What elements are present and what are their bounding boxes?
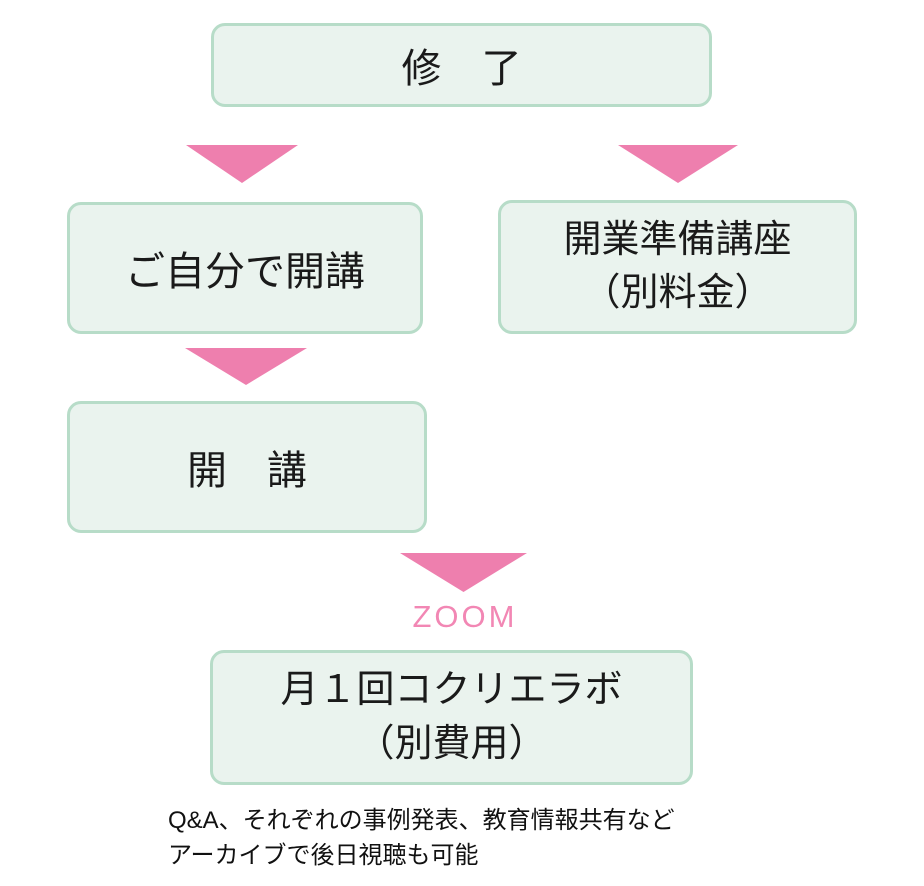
down-arrow-icon xyxy=(186,145,298,183)
node-prep-course-label-line1: 開業準備講座 xyxy=(563,218,792,261)
node-completion: 修 了 xyxy=(211,23,712,107)
down-arrow-icon xyxy=(185,348,307,385)
footer-note-line2: アーカイブで後日視聴も可能 xyxy=(168,842,479,869)
down-arrow-icon xyxy=(400,553,527,592)
node-lab-label-line2: （別費用） xyxy=(356,722,547,765)
node-lab: 月１回コクリエラボ （別費用） xyxy=(210,650,693,785)
footer-note: Q&A、それぞれの事例発表、教育情報共有など アーカイブで後日視聴も可能 xyxy=(168,803,675,873)
footer-note-line1: Q&A、それぞれの事例発表、教育情報共有など xyxy=(168,807,675,834)
node-completion-label: 修 了 xyxy=(401,47,522,91)
node-course-open: 開 講 xyxy=(67,401,427,533)
down-arrow-icon xyxy=(618,145,738,183)
node-lab-label-line1: 月１回コクリエラボ xyxy=(280,669,623,712)
zoom-label: ZOOM xyxy=(412,599,518,634)
node-self-open-label: ご自分で開講 xyxy=(125,250,365,294)
node-prep-course-label-line2: （別料金） xyxy=(582,272,773,314)
node-self-open: ご自分で開講 xyxy=(67,202,423,334)
node-prep-course: 開業準備講座 （別料金） xyxy=(498,200,857,334)
node-course-open-label: 開 講 xyxy=(187,449,307,493)
